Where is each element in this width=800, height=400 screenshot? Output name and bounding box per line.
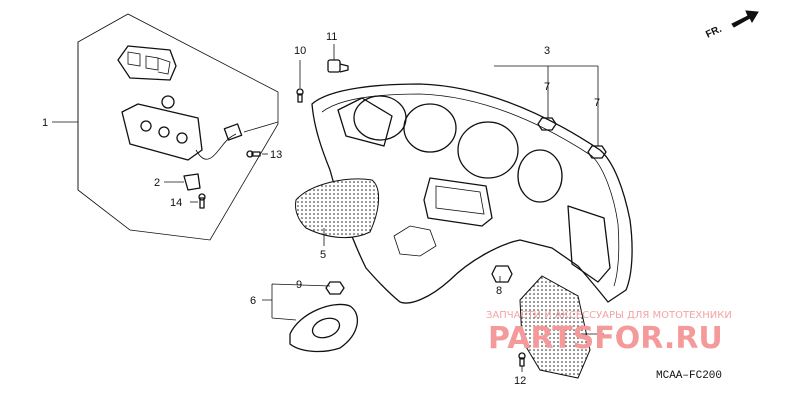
inner-fairing-panel xyxy=(311,83,633,304)
screw-10 xyxy=(296,88,304,103)
fuel-gauge-opening xyxy=(517,149,563,203)
left-speaker-opening xyxy=(353,95,407,141)
front-direction-indicator: FR. xyxy=(704,10,759,41)
callout-9: 9 xyxy=(296,279,302,291)
grommet-9 xyxy=(325,281,345,295)
switch-assembly-group xyxy=(77,13,279,241)
screw-part-14 xyxy=(199,197,205,209)
left-side-cutout xyxy=(337,97,393,147)
harness-connector xyxy=(223,123,243,141)
grommet-8 xyxy=(491,265,513,283)
right-speaker-opening xyxy=(567,205,611,283)
grommet-7-left xyxy=(537,117,557,131)
callout-4: 4 xyxy=(616,329,622,341)
ring-bezel xyxy=(289,303,359,353)
screw-12 xyxy=(518,352,526,367)
center-badge-recess xyxy=(393,225,437,257)
speedometer-opening xyxy=(403,103,457,153)
callout-10: 10 xyxy=(294,45,306,57)
fairing-outer-outline xyxy=(311,83,633,304)
switch-housing xyxy=(121,103,203,161)
tachometer-opening xyxy=(457,121,519,179)
callout-8: 8 xyxy=(496,285,502,297)
callout-11: 11 xyxy=(326,31,337,43)
front-direction-label: FR. xyxy=(704,24,723,41)
assembly-group-outline xyxy=(77,13,279,241)
callout-2: 2 xyxy=(154,177,160,189)
callout-3: 3 xyxy=(544,45,550,57)
front-arrow-icon xyxy=(731,10,759,28)
upper-switch-block xyxy=(117,45,177,81)
callout-12: 12 xyxy=(514,375,526,387)
left-speaker-grille xyxy=(295,178,379,239)
callout-13: 13 xyxy=(270,149,282,161)
grommet-7-right xyxy=(587,145,607,159)
callout-5: 5 xyxy=(320,249,326,261)
clip-11 xyxy=(327,59,349,73)
callout-14: 14 xyxy=(170,197,182,209)
watermark-site: PARTSFOR.RU xyxy=(488,321,723,356)
diagram-code: MCAA–FC200 xyxy=(656,370,722,382)
ring-bezel-assembly xyxy=(289,281,359,353)
watermark-tagline: ЗАПЧАСТИ И АКСЕССУАРЫ ДЛЯ МОТОТЕХНИКИ xyxy=(486,310,732,321)
watermark: ЗАПЧАСТИ И АКСЕССУАРЫ ДЛЯ МОТОТЕХНИКИ PA… xyxy=(486,310,732,356)
callout-7-right: 7 xyxy=(594,97,600,109)
center-display-pocket xyxy=(423,177,493,227)
leader-lines xyxy=(52,42,604,372)
right-speaker-grille xyxy=(519,275,591,379)
wire-harness xyxy=(195,133,237,160)
callout-6: 6 xyxy=(250,295,256,307)
clip-part xyxy=(183,173,201,191)
screw-part-13 xyxy=(251,151,261,157)
callout-7-left: 7 xyxy=(544,81,550,93)
callout-1: 1 xyxy=(42,117,48,129)
